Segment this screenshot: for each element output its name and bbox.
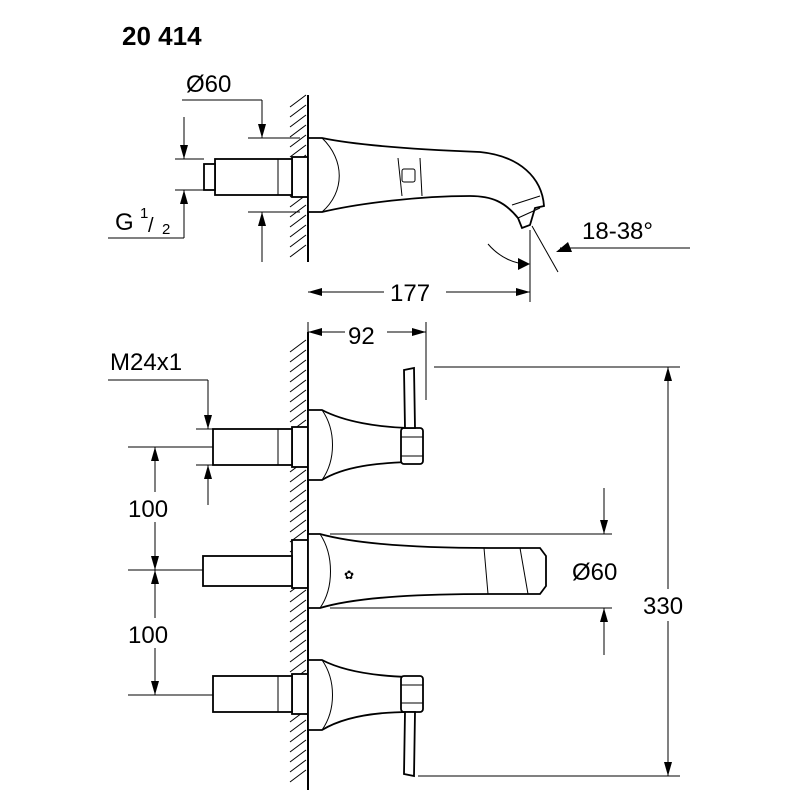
label-dim-92: 92 (348, 323, 375, 350)
wall-hatch-line (289, 659, 307, 673)
wall-hatch-line (289, 144, 307, 158)
label-height: 330 (643, 593, 683, 620)
label-thread-den: 2 (162, 221, 170, 238)
wall-hatch-line (289, 114, 307, 128)
dim-angle: 18-38° (487, 218, 690, 273)
wall-hatch-line (289, 469, 307, 483)
wall-hatch-line (289, 124, 307, 138)
wall-hatch-line (289, 379, 307, 393)
label-angle: 18-38° (582, 218, 653, 245)
lower-handle (212, 659, 424, 778)
dim-diameter-top: Ø60 (182, 71, 300, 262)
label-diameter-bottom: Ø60 (572, 559, 617, 586)
wall-hatch-line (289, 609, 307, 623)
wall-hatch-line (289, 369, 307, 383)
wall-hatch-line (289, 769, 307, 783)
wall-hatch-line (289, 224, 307, 238)
wall-hatch-line (289, 94, 307, 108)
wall-hatch-line (289, 739, 307, 753)
dim-diameter-bottom: Ø60 (330, 488, 617, 655)
dim-spacing: 100 100 (126, 446, 213, 696)
wall-hatch-line (289, 629, 307, 643)
wall-hatch-line (289, 749, 307, 763)
wall-hatch-line (289, 489, 307, 503)
model-number: 20 414 (122, 21, 202, 51)
spout-side-body (307, 137, 545, 230)
side-view: Ø60 G 1 / 2 18-38° (108, 71, 690, 307)
dim-thread-g: G 1 / 2 (108, 117, 204, 239)
wall-hatch-line (289, 134, 307, 148)
wall-hatch-line (289, 234, 307, 248)
front-view: 92 M24x1 (108, 320, 696, 790)
wall-hatch-line (289, 619, 307, 633)
upper-handle (212, 366, 424, 481)
wall-hatch-line (289, 349, 307, 363)
dim-reach-177: 177 (308, 230, 531, 307)
wall-hatch-line (289, 479, 307, 493)
wall-hatch-line (289, 649, 307, 663)
label-reach: 177 (390, 280, 430, 307)
wall-hatch-line (289, 409, 307, 423)
dim-92: 92 (307, 320, 427, 400)
label-m24: M24x1 (110, 349, 182, 376)
wall-hatch-line (289, 499, 307, 513)
svg-text:/: / (148, 215, 154, 237)
wall-hatch-line (289, 719, 307, 733)
label-diameter-top: Ø60 (186, 71, 231, 98)
wall-hatch-line (289, 399, 307, 413)
dim-m24: M24x1 (108, 349, 213, 505)
connector-pipe-top (203, 158, 293, 196)
wall-hatch-line (289, 759, 307, 773)
wall-hatch-line (289, 244, 307, 258)
wall-hatch-line (289, 389, 307, 403)
wall-hatch-line (289, 639, 307, 653)
wall-hatch-line (289, 104, 307, 118)
wall-hatch-line (289, 204, 307, 218)
label-thread-g: G (115, 209, 134, 236)
label-thread-num: 1 (140, 205, 148, 222)
brand-mark: ✿ (344, 568, 354, 582)
wall-flange-top (291, 156, 309, 198)
label-spacing-upper: 100 (128, 496, 168, 523)
wall-hatch-line (289, 589, 307, 603)
wall-hatch-line (289, 509, 307, 523)
dim-height-330: 330 (418, 366, 696, 777)
wall-hatch-line (289, 729, 307, 743)
wall-hatch-line (289, 339, 307, 353)
wall-hatch-line (289, 519, 307, 533)
spout-front: ✿ (202, 533, 547, 609)
wall-hatch-line (289, 359, 307, 373)
wall-hatch-line (289, 599, 307, 613)
wall-hatch-line (289, 214, 307, 228)
label-spacing-lower: 100 (128, 622, 168, 649)
